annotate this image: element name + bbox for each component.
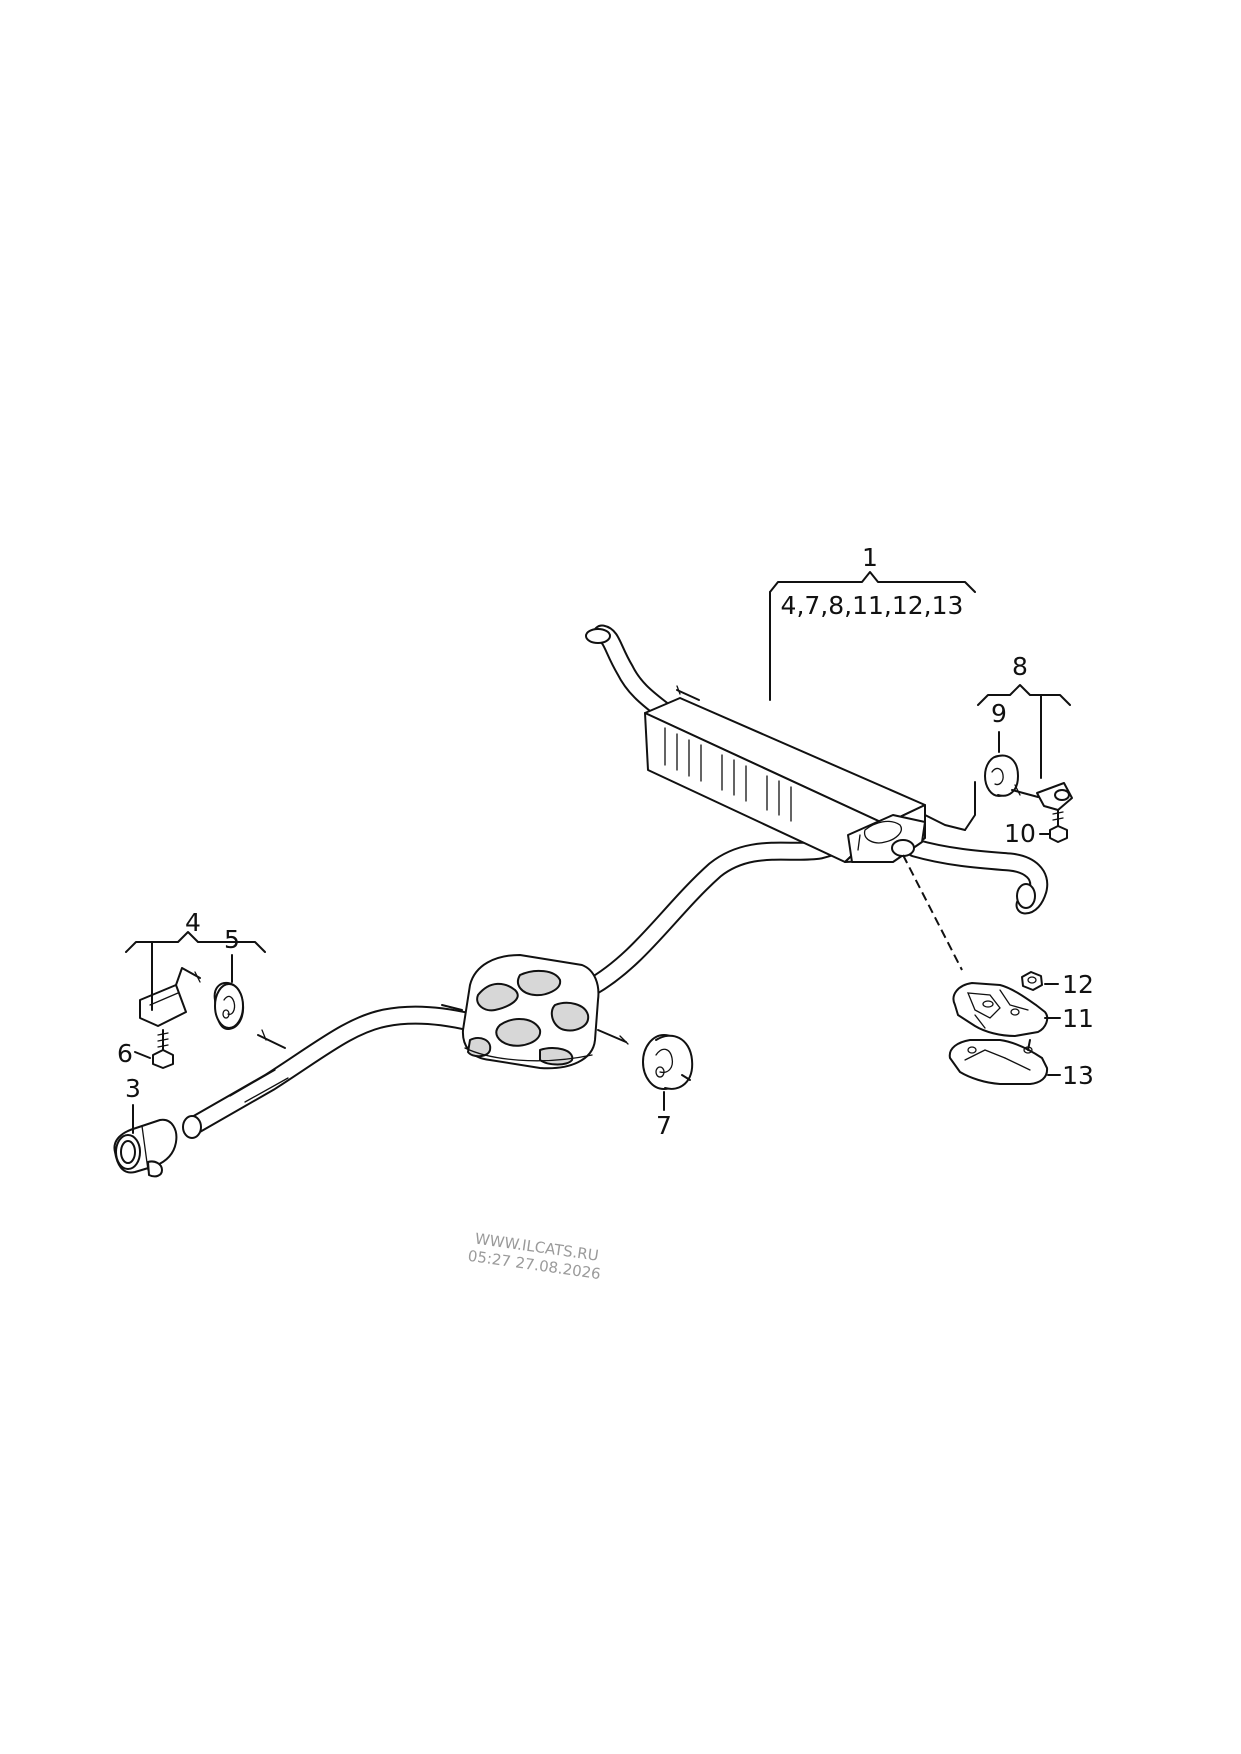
- callout-6: 6: [117, 1039, 133, 1068]
- part-3-clamp: [113, 1118, 178, 1178]
- callout-5: 5: [224, 925, 240, 954]
- part-7-rubber-mount: [642, 1034, 694, 1090]
- part-4-bracket: [139, 967, 201, 1027]
- callout-1: 1: [862, 543, 878, 572]
- rear-silencer: [644, 685, 966, 863]
- pipe-hanger-rod: [257, 1029, 286, 1049]
- exhaust-pipe-assembly: [182, 624, 1049, 1139]
- callout-7: 7: [656, 1111, 672, 1140]
- part-11-cover: [952, 982, 1049, 1037]
- callout-11: 11: [1062, 1004, 1094, 1033]
- callout-13: 13: [1062, 1061, 1094, 1090]
- callout-10: 10: [1004, 819, 1036, 848]
- callout-8: 8: [1012, 652, 1028, 681]
- callout-9: 9: [991, 699, 1007, 728]
- silencer-ribs: [664, 727, 792, 822]
- part-12-nut: [1021, 971, 1043, 991]
- part-6-bolt: [152, 1029, 174, 1069]
- part-8-bracket: [1011, 782, 1073, 811]
- center-muffler: [441, 954, 629, 1070]
- part-13-plate: [948, 1039, 1049, 1085]
- part-5-rubber-mount: [213, 981, 245, 1031]
- watermark: WWW.ILCATS.RU 05:27 27.08.2026: [467, 1230, 602, 1284]
- part-9-rubber-mount: [984, 754, 1019, 797]
- callout-12: 12: [1062, 970, 1094, 999]
- callout-4: 4: [185, 908, 201, 937]
- callout-1-subparts: 4,7,8,11,12,13: [781, 591, 964, 620]
- part-10-bolt: [1049, 809, 1068, 843]
- silencer-hanger-rod: [964, 781, 976, 831]
- callout-leaders: [125, 571, 1071, 1134]
- callout-3: 3: [125, 1074, 141, 1103]
